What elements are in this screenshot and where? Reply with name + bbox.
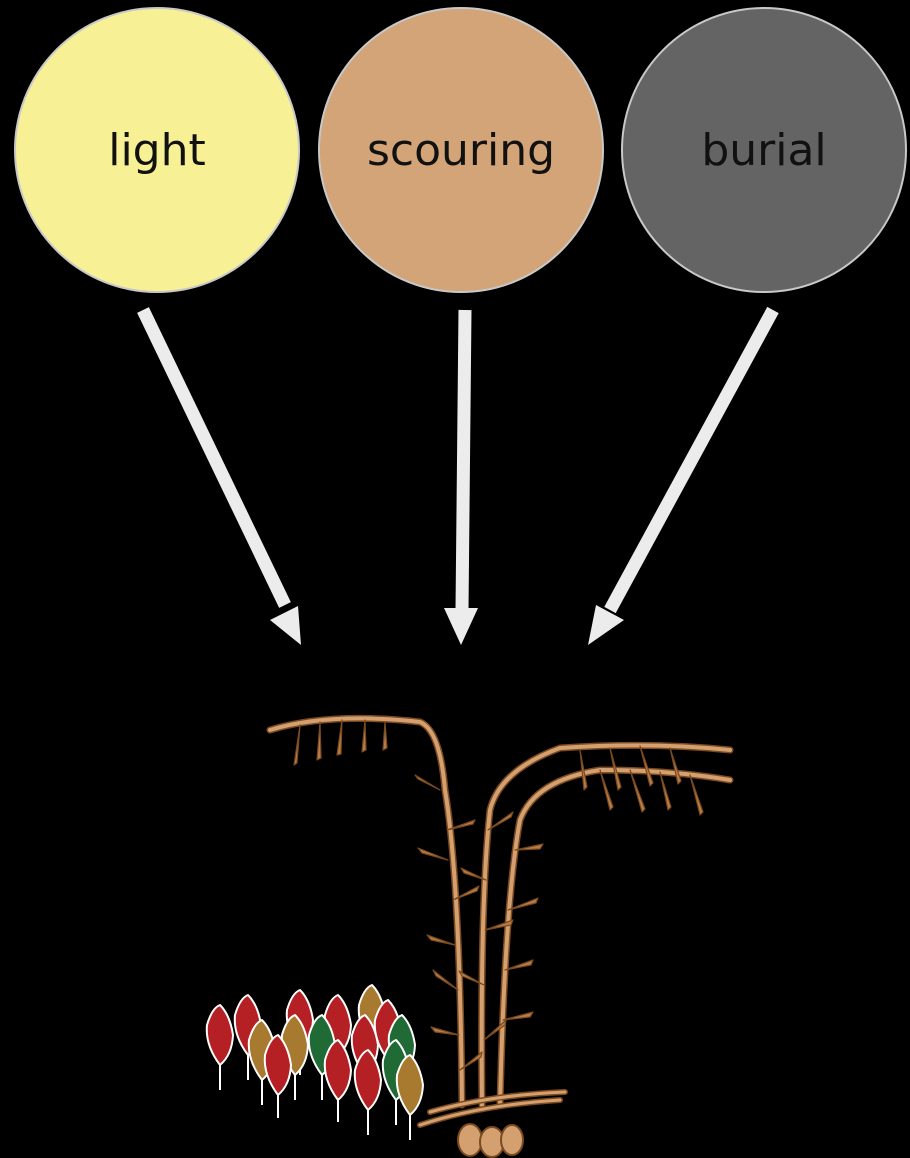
seedlings-cluster: [207, 985, 423, 1140]
arrows: [143, 310, 773, 645]
seedling-red-icon: [207, 1005, 233, 1090]
light-arrow: [143, 310, 301, 645]
burial-arrow: [588, 310, 773, 645]
seedling-red-icon: [355, 1050, 381, 1135]
seedling-red-icon: [265, 1035, 291, 1118]
scouring-arrow: [444, 310, 478, 645]
seedling-red-icon: [325, 1040, 351, 1122]
